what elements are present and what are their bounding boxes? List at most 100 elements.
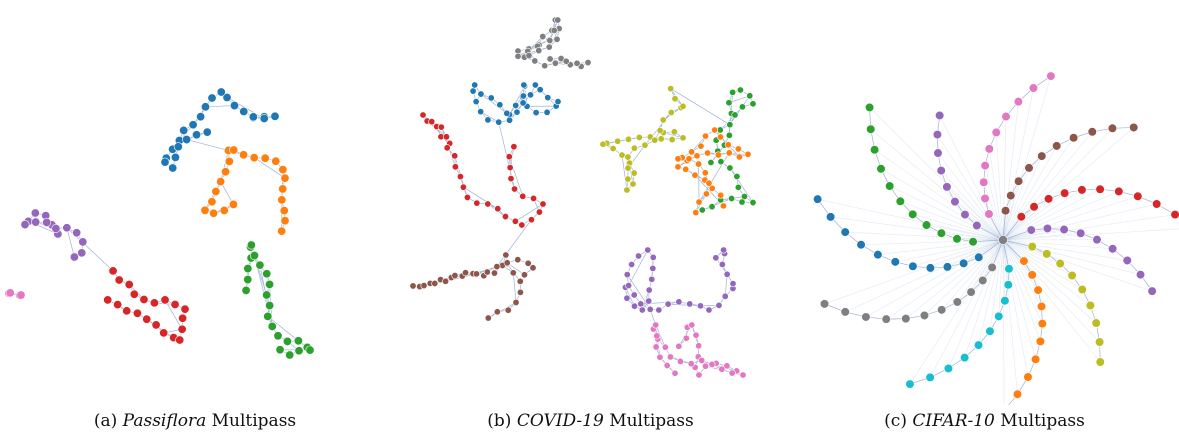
graph-node <box>477 108 485 116</box>
graph-node <box>991 127 1001 138</box>
graph-node <box>248 112 258 122</box>
caption-b-dataset: COVID-19 <box>516 411 604 431</box>
graph-node <box>1052 141 1062 151</box>
graph-node <box>952 297 962 307</box>
graph-edge <box>978 239 1004 258</box>
graph-node <box>630 144 638 152</box>
graph-node <box>546 55 554 63</box>
graph-edge <box>1002 229 1065 241</box>
graph-node <box>514 256 522 264</box>
graph-node <box>554 98 562 106</box>
graph-node <box>819 299 830 309</box>
graph-edge <box>1002 228 1179 241</box>
graph-node <box>170 152 180 162</box>
graph-node <box>554 16 562 24</box>
graph-node <box>876 164 886 174</box>
graph-node <box>1019 256 1029 266</box>
graph-node <box>936 165 946 176</box>
graph-node <box>925 372 935 382</box>
graph-node <box>749 100 757 108</box>
graph-node <box>506 164 514 172</box>
graph-node <box>175 335 185 345</box>
graph-edge <box>817 198 1004 241</box>
graph-edge <box>988 213 1004 241</box>
caption-a-method: Multipass <box>211 411 297 431</box>
graph-node <box>260 153 270 163</box>
graph-node <box>1006 190 1016 201</box>
graph-edge <box>909 239 1004 385</box>
graph-node <box>856 240 866 250</box>
graph-node <box>1108 244 1118 254</box>
graph-node <box>267 321 277 331</box>
graph-node <box>1004 264 1014 274</box>
graph-edge <box>1002 239 1005 405</box>
graph-edge <box>220 150 229 182</box>
caption-a: (a) Passiflora Multipass <box>0 411 390 431</box>
graph-node <box>114 275 124 285</box>
graph-edge <box>1002 137 1074 241</box>
graph-node <box>885 181 895 191</box>
graph-node <box>943 363 954 374</box>
graph-node <box>663 362 671 370</box>
graph-node <box>510 143 518 151</box>
graph-edge <box>845 239 1004 313</box>
graph-edge <box>937 152 1004 241</box>
graph-node <box>726 121 734 129</box>
graph-node <box>719 202 727 210</box>
graph-edge <box>729 95 751 125</box>
graph-node <box>168 163 178 173</box>
graph-node <box>477 90 485 98</box>
graph-node <box>638 306 646 314</box>
graph-node <box>1023 372 1033 382</box>
graph-node <box>229 101 239 111</box>
graph-edge <box>978 239 1004 258</box>
graph-node <box>671 95 679 103</box>
graph-edge <box>973 239 1004 243</box>
graph-node <box>1031 354 1041 364</box>
graph-node <box>657 135 665 143</box>
graph-node <box>222 92 232 102</box>
graph-edge <box>1002 188 1101 241</box>
graph-edge <box>1002 239 1033 247</box>
graph-edge <box>973 239 1004 243</box>
graph-node <box>738 103 746 111</box>
graph-node <box>442 133 450 141</box>
graph-node <box>224 156 234 166</box>
graph-edge <box>964 214 1004 241</box>
graph-edge <box>861 239 1004 246</box>
graph-node <box>124 279 134 289</box>
graph-edge <box>1002 239 1083 290</box>
graph-edge <box>929 239 1004 378</box>
graph-node <box>69 252 79 262</box>
graph-node <box>698 206 706 214</box>
graph-edge <box>1002 239 1039 291</box>
graph-edge <box>267 316 299 342</box>
graph-node <box>255 260 265 270</box>
graph-node <box>840 227 850 237</box>
graph-node <box>531 81 539 89</box>
graph-edge <box>245 257 252 291</box>
graph-node <box>520 81 528 89</box>
graph-node <box>221 167 231 177</box>
graph-node <box>734 183 742 191</box>
graph-node <box>746 92 754 100</box>
graph-node <box>1037 319 1047 329</box>
graph-node <box>712 254 720 262</box>
graph-node <box>994 311 1004 321</box>
graph-edge <box>998 239 1004 317</box>
graph-node <box>305 345 315 355</box>
caption-c-method: Multipass <box>1000 411 1085 431</box>
graph-edge <box>66 227 75 258</box>
graph-node <box>1033 285 1043 295</box>
graph-edge <box>1002 239 1153 292</box>
graph-node <box>451 152 459 160</box>
graph-node <box>1029 202 1039 212</box>
graph-node <box>1095 184 1105 194</box>
graph-node <box>108 266 118 276</box>
graph-node <box>705 306 713 314</box>
graph-node <box>483 268 491 276</box>
graph-node <box>270 111 280 121</box>
graph-node <box>239 106 249 116</box>
graph-node <box>652 321 660 329</box>
graph-node <box>599 140 607 148</box>
